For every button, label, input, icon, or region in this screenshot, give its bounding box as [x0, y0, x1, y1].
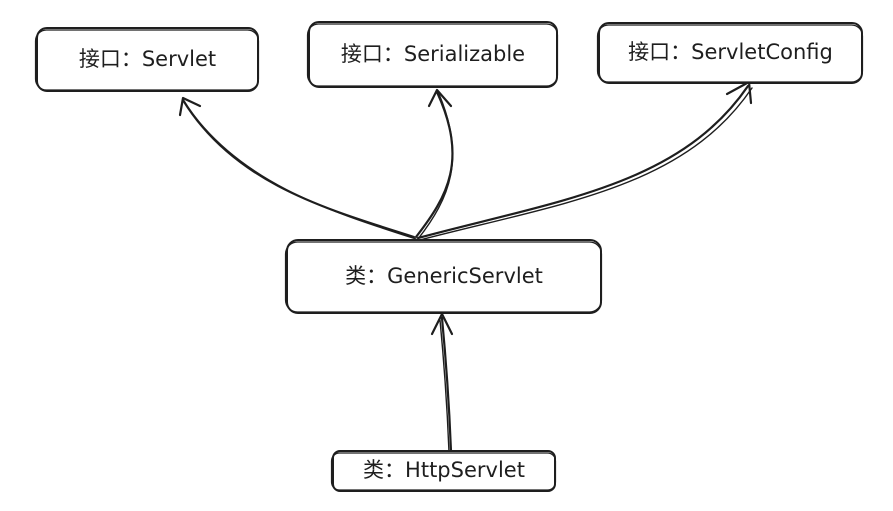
- arrowhead: [427, 88, 453, 108]
- edge-line-sketch: [184, 102, 417, 240]
- node-interface-servletconfig: 接口：ServletConfig: [596, 22, 864, 84]
- node-interface-servlet: 接口：Servlet: [34, 27, 260, 92]
- edge-line-sketch: [439, 319, 450, 453]
- node-box-sketch: [330, 452, 557, 491]
- edge-generic-to-servletconfig: [416, 80, 753, 241]
- node-label: 类：HttpServlet: [363, 458, 525, 482]
- edge-generic-to-servlet: [178, 96, 417, 240]
- arrowhead: [178, 96, 202, 117]
- edge-generic-to-serializable: [414, 88, 454, 240]
- edge-line: [416, 84, 750, 240]
- node-box-sketch: [284, 241, 603, 313]
- edge-line-sketch: [417, 93, 454, 240]
- edge-line: [181, 98, 416, 239]
- node-label: 接口：Servlet: [79, 47, 216, 71]
- edge-http-to-generic: [430, 312, 454, 453]
- edge-line: [414, 90, 454, 239]
- edge-line-sketch: [419, 87, 753, 241]
- node-class-genericservlet: 类：GenericServlet: [284, 239, 603, 314]
- node-box-sketch: [596, 24, 864, 83]
- node-label: 类：GenericServlet: [345, 264, 543, 288]
- node-class-httpservlet: 类：HttpServlet: [330, 450, 557, 492]
- edges: [178, 80, 753, 453]
- edge-line: [440, 316, 453, 453]
- node-box-sketch: [34, 29, 260, 91]
- node-label: 接口：ServletConfig: [628, 40, 833, 64]
- node-interface-serializable: 接口：Serializable: [306, 21, 559, 88]
- node-box-sketch: [306, 23, 559, 87]
- node-label: 接口：Serializable: [341, 42, 525, 66]
